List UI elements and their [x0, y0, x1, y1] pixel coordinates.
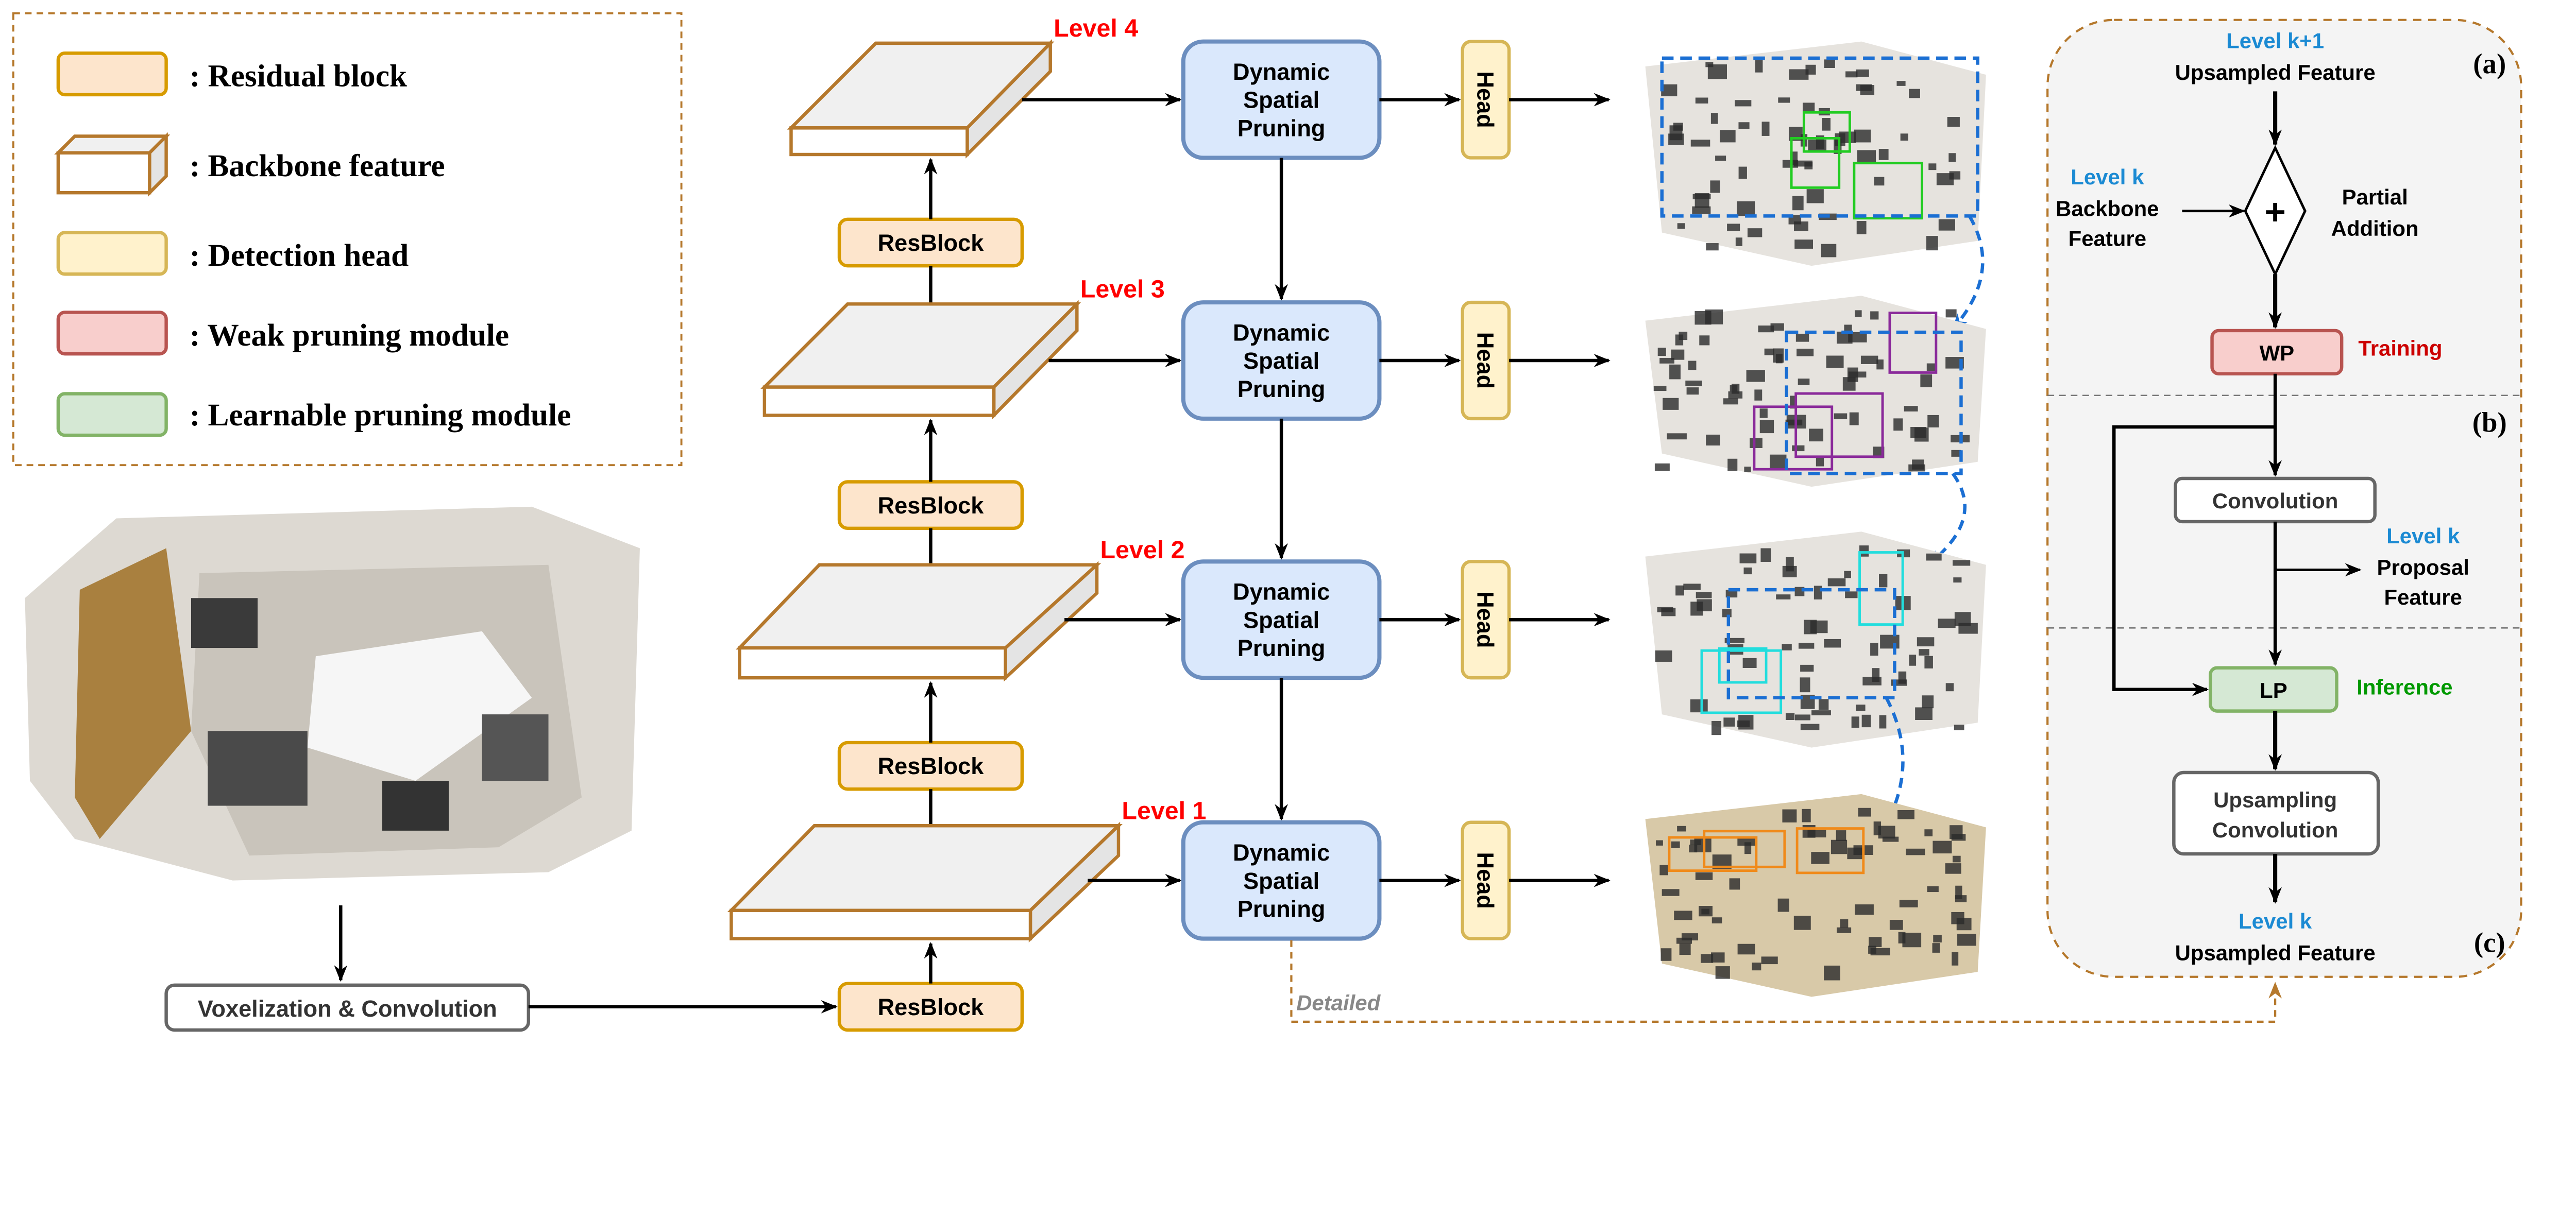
- upconv-convolution-label: Convolution: [2212, 818, 2338, 842]
- backbone-label: Backbone: [2056, 196, 2159, 220]
- architecture-diagram: : Residual block : Backbone feature : De…: [12, 12, 2522, 1032]
- tag-a: (a): [2473, 48, 2506, 79]
- zoom-curved-arrow: [1885, 697, 1905, 826]
- training-label: Training: [2358, 336, 2442, 360]
- roi-dashed-box: [1785, 330, 1963, 475]
- bounding-box: [1700, 649, 1783, 714]
- dsp-label-line: Spatial: [1243, 868, 1319, 894]
- level-label: Level 3: [1080, 275, 1165, 303]
- upsampling-label: Upsampling: [2213, 788, 2337, 812]
- zoom-curved-arrow: [1951, 215, 1985, 331]
- legend: : Residual block : Backbone feature : De…: [12, 12, 683, 467]
- level-label: Level 1: [1122, 797, 1206, 825]
- roi-dashed-box: [1726, 588, 1896, 700]
- skip-connection-arrow: [2112, 425, 2276, 696]
- bounding-box: [1802, 111, 1851, 153]
- dsp-label-line: Dynamic: [1233, 59, 1330, 85]
- bounding-box: [1703, 830, 1786, 868]
- backbone-feature-label: Feature: [2069, 226, 2146, 250]
- weak-pruning-swatch: [56, 311, 168, 356]
- dsp-label-line: Dynamic: [1233, 579, 1330, 605]
- head-label: Head: [1472, 852, 1499, 908]
- resblock-label: ResBlock: [878, 753, 985, 779]
- detailed-label: Detailed: [1296, 990, 1381, 1015]
- bounding-box: [1794, 392, 1884, 458]
- detection-results: [1645, 41, 1986, 997]
- head-label: Head: [1472, 591, 1499, 648]
- detection-result-image: [1645, 296, 1986, 567]
- bottom-feature-label: Upsampled Feature: [2175, 941, 2376, 965]
- tag-c: (c): [2474, 927, 2505, 958]
- input-point-cloud-image: [25, 506, 640, 881]
- backbone-level-label: Level k: [2071, 165, 2144, 189]
- partial-label: Partial: [2342, 185, 2408, 209]
- tag-b: (b): [2472, 407, 2507, 438]
- detail-panel: Level k+1 Upsampled Feature (a) + Level …: [2046, 19, 2522, 978]
- level-label: Level 2: [1100, 536, 1184, 564]
- roi-dashed-box: [1660, 56, 1979, 218]
- bounding-box: [1853, 162, 1923, 220]
- dsp-label-line: Spatial: [1243, 348, 1319, 374]
- bounding-box: [1888, 312, 1938, 374]
- bounding-box: [1795, 827, 1865, 874]
- bounding-box: [1753, 405, 1834, 471]
- residual-block-swatch: [56, 51, 168, 97]
- backbone-feature-cuboid: [735, 561, 1101, 682]
- dsp-label-line: Pruning: [1238, 896, 1326, 922]
- level-label: Level 4: [1054, 14, 1138, 42]
- legend-residual-label: : Residual block: [190, 59, 407, 94]
- legend-border: [12, 12, 683, 467]
- dsp-label-line: Pruning: [1238, 376, 1326, 402]
- backbone-feature-cuboid: [727, 821, 1123, 943]
- addition-label: Addition: [2331, 216, 2419, 241]
- proposal-label: Proposal: [2377, 555, 2469, 579]
- dsp-label-line: Pruning: [1238, 635, 1326, 661]
- legend-head-label: : Detection head: [190, 238, 409, 273]
- backbone-feature-cuboid: [787, 39, 1055, 159]
- learnable-pruning-swatch: [56, 392, 168, 437]
- bounding-box: [1790, 136, 1841, 189]
- convolution-label: Convolution: [2212, 489, 2338, 513]
- legend-weak-label: : Weak pruning module: [190, 318, 509, 353]
- pipeline: Level 4ResBlockDynamicSpatialPruningHead…: [727, 14, 1611, 1032]
- top-level-label: Level k+1: [2226, 29, 2324, 53]
- resblock-label: ResBlock: [878, 230, 985, 256]
- proposal-level-label: Level k: [2386, 524, 2460, 548]
- resblock-label: ResBlock: [878, 492, 985, 519]
- backbone-feature-cuboid: [760, 300, 1081, 420]
- wp-label: WP: [2260, 341, 2295, 365]
- detection-result-image: [1645, 41, 1986, 331]
- top-feature-label: Upsampled Feature: [2175, 60, 2376, 84]
- head-label: Head: [1472, 332, 1499, 389]
- head-label: Head: [1472, 71, 1499, 128]
- resblock-label: ResBlock: [878, 994, 985, 1020]
- dsp-label-line: Spatial: [1243, 87, 1319, 113]
- dsp-label-line: Pruning: [1238, 115, 1326, 142]
- bounding-box: [1668, 836, 1758, 872]
- bounding-box: [1718, 647, 1768, 684]
- bottom-level-label: Level k: [2239, 909, 2312, 933]
- voxelization-label: Voxelization & Convolution: [198, 996, 497, 1022]
- legend-backbone-label: : Backbone feature: [190, 148, 445, 183]
- backbone-feature-swatch: [54, 132, 171, 197]
- dsp-label-line: Spatial: [1243, 607, 1319, 633]
- dsp-label-line: Dynamic: [1233, 839, 1330, 866]
- inference-label: Inference: [2357, 675, 2452, 699]
- detailed-connector: [1290, 940, 2282, 1023]
- proposal-feature-label: Feature: [2384, 585, 2462, 609]
- legend-learnable-label: : Learnable pruning module: [190, 398, 571, 433]
- detection-head-swatch: [56, 231, 168, 276]
- lp-label: LP: [2260, 678, 2287, 702]
- dsp-label-line: Dynamic: [1233, 319, 1330, 346]
- plus-icon: +: [2264, 192, 2285, 232]
- detection-result-image: [1645, 531, 1986, 826]
- detection-result-image: [1645, 794, 1986, 997]
